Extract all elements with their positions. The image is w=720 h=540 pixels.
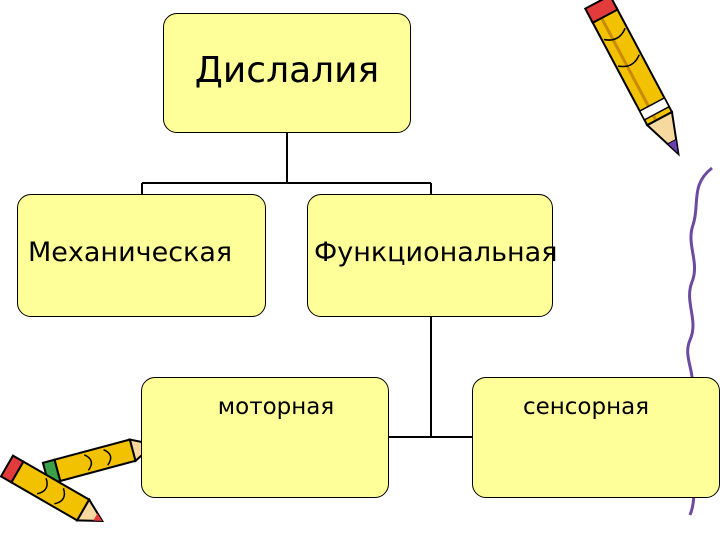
functional-label: Функциональная — [314, 237, 558, 268]
functional-node: Функциональная — [307, 194, 557, 317]
sensory-node: сенсорная — [472, 377, 720, 498]
connector-lines — [141, 133, 472, 438]
sensory-label: сенсорная — [522, 393, 650, 420]
pencil-top-right-icon — [583, 0, 680, 157]
motor-label: моторная — [217, 393, 335, 420]
root-label: Дислалия — [194, 49, 380, 91]
pencils-bottom-left-icon — [0, 438, 157, 523]
motor-node: моторная — [141, 377, 389, 498]
mechanical-label: Механическая — [28, 237, 233, 268]
root-node: Дислалия — [163, 13, 411, 133]
mechanical-node: Механическая — [17, 194, 266, 317]
